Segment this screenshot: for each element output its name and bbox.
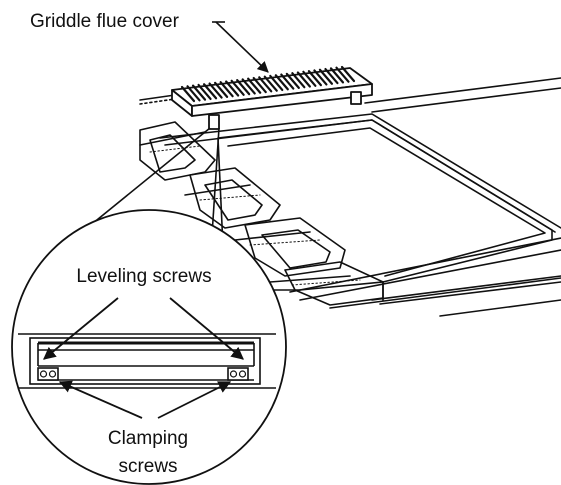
leveling-screws-arrows <box>43 297 244 360</box>
grille-slot <box>285 72 300 89</box>
clamping-screws-arrows <box>58 380 232 419</box>
grille-slot <box>280 73 295 90</box>
grille-slot <box>247 77 262 94</box>
grille-slot <box>274 74 289 91</box>
grille-slot <box>197 83 212 101</box>
grille-slot <box>186 85 201 102</box>
grille-slot <box>180 85 196 103</box>
grille-slot <box>208 82 223 99</box>
grille-slot <box>258 76 273 93</box>
grille-slot <box>313 69 328 86</box>
grille-slot <box>335 66 350 83</box>
grille-slot <box>324 67 339 85</box>
grille-slot <box>236 79 251 96</box>
grille-slot <box>329 67 345 84</box>
clamping-screws-label-line2: screws <box>118 456 177 477</box>
grille-slot <box>318 68 334 85</box>
magnifier-circle <box>11 209 287 485</box>
grille-slot <box>296 71 311 88</box>
clamping-screws-label-line1: Clamping <box>108 428 188 449</box>
grille-slot <box>263 75 278 92</box>
leveling-screws-label: Leveling screws <box>76 266 211 287</box>
clamping-screw-heads <box>39 370 247 378</box>
grille-slot <box>230 79 245 96</box>
grille-slot <box>269 74 284 92</box>
grille-slot <box>340 65 356 83</box>
grille-slot <box>219 81 234 98</box>
flue-cover-illustration <box>171 65 373 130</box>
grille-slot <box>241 78 256 95</box>
grille-slot <box>307 70 322 87</box>
grille-slot <box>191 84 207 101</box>
grille-slot <box>252 76 267 94</box>
flue-cover-label: Griddle flue cover <box>30 11 180 32</box>
grille-slot <box>214 81 229 98</box>
range-top-illustration <box>139 77 561 317</box>
grille-slot <box>291 72 306 89</box>
grille-slot <box>225 80 240 97</box>
grille-slot <box>202 83 218 100</box>
flue-cover-arrow <box>215 21 269 73</box>
grille-slot <box>302 70 317 87</box>
